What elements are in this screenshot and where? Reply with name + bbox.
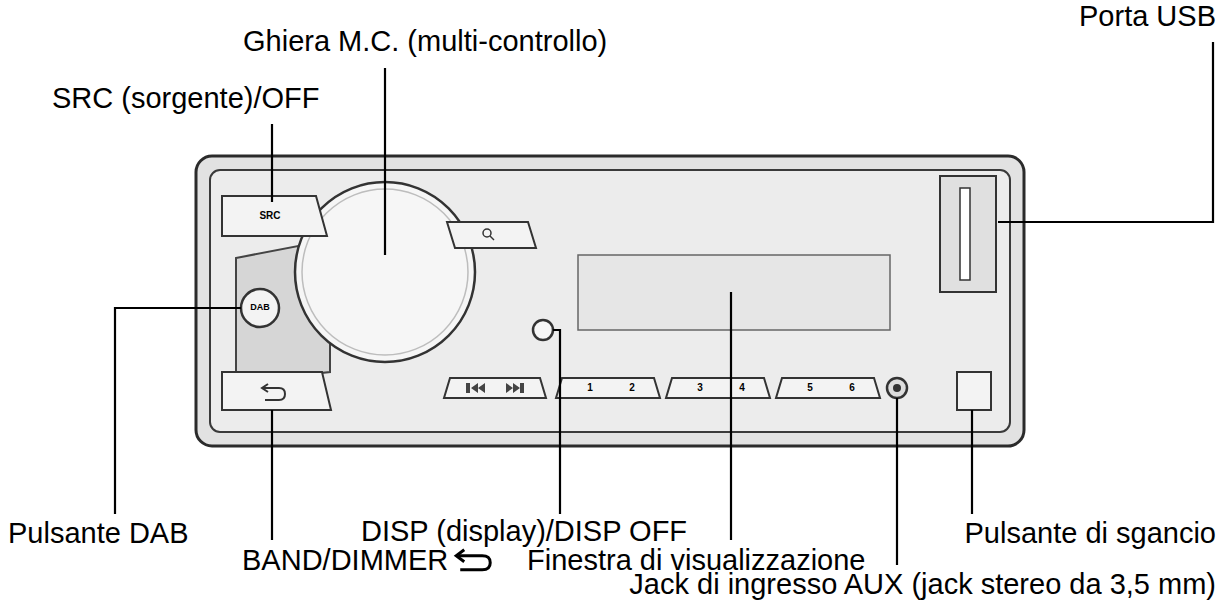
button-text: 1 [587,382,593,394]
faceplate-frame [196,156,1024,446]
search-button [483,229,491,237]
part-label: SRC (sorgente)/OFF [52,81,320,116]
leader-lines [730,292,732,540]
usb-port [960,188,970,280]
part-label: Jack di ingresso AUX (jack stereo da 3,5… [629,567,1216,602]
preset-buttons [556,378,660,398]
button-text: 2 [629,382,635,394]
src-button [222,196,327,236]
display-window [578,255,890,330]
usb-port [940,176,996,292]
band-button [262,384,268,392]
button-text: SRC [259,210,280,222]
disp-button [533,320,553,340]
part-label: DISP (display)/DISP OFF [361,514,687,549]
aux-jack [887,378,907,398]
leader-lines [271,410,273,540]
part-label: Pulsante di sgancio [965,516,1217,551]
release-button [957,372,991,410]
return-icon [458,556,490,570]
leader-lines [115,308,241,514]
track-icons [466,383,485,393]
part-label: Porta USB [1079,0,1216,34]
track-icons [466,383,524,393]
aux-jack [887,378,907,398]
leader-lines [384,68,386,255]
part-label: Pulsante DAB [8,516,189,551]
button-text: 6 [849,382,855,394]
leader-lines [971,410,973,514]
aux-jack [893,384,901,392]
leader-lines [553,330,560,514]
usb-port [940,176,996,292]
return-icon [456,550,464,562]
search-button [490,236,494,240]
button-text: 5 [807,382,813,394]
leader-lines [115,42,1213,565]
preset-buttons [776,378,880,398]
band-button [222,372,331,410]
dab-button [241,289,279,327]
part-label: Ghiera M.C. (multi-controllo) [243,24,607,59]
dab-button [241,289,279,327]
search-button [447,222,536,248]
src-button [222,196,327,236]
track-icons [506,383,524,393]
leader-lines [271,124,273,202]
button-text: 4 [739,382,745,394]
search-button [447,222,536,248]
faceplate-frame [210,170,1010,432]
faceplate-frame [196,156,1024,446]
leader-lines [998,42,1213,222]
preset-buttons [666,378,770,398]
button-text: 3 [697,382,703,394]
disp-button [533,320,553,340]
leader-lines [896,398,898,565]
release-button [957,372,991,410]
preset-buttons [444,378,880,398]
return-icon-group [456,550,490,570]
display-window [578,255,890,330]
preset-buttons [444,378,546,398]
button-text: DAB [250,302,270,313]
band-button [222,372,331,410]
part-label: BAND/DIMMER [242,543,448,578]
